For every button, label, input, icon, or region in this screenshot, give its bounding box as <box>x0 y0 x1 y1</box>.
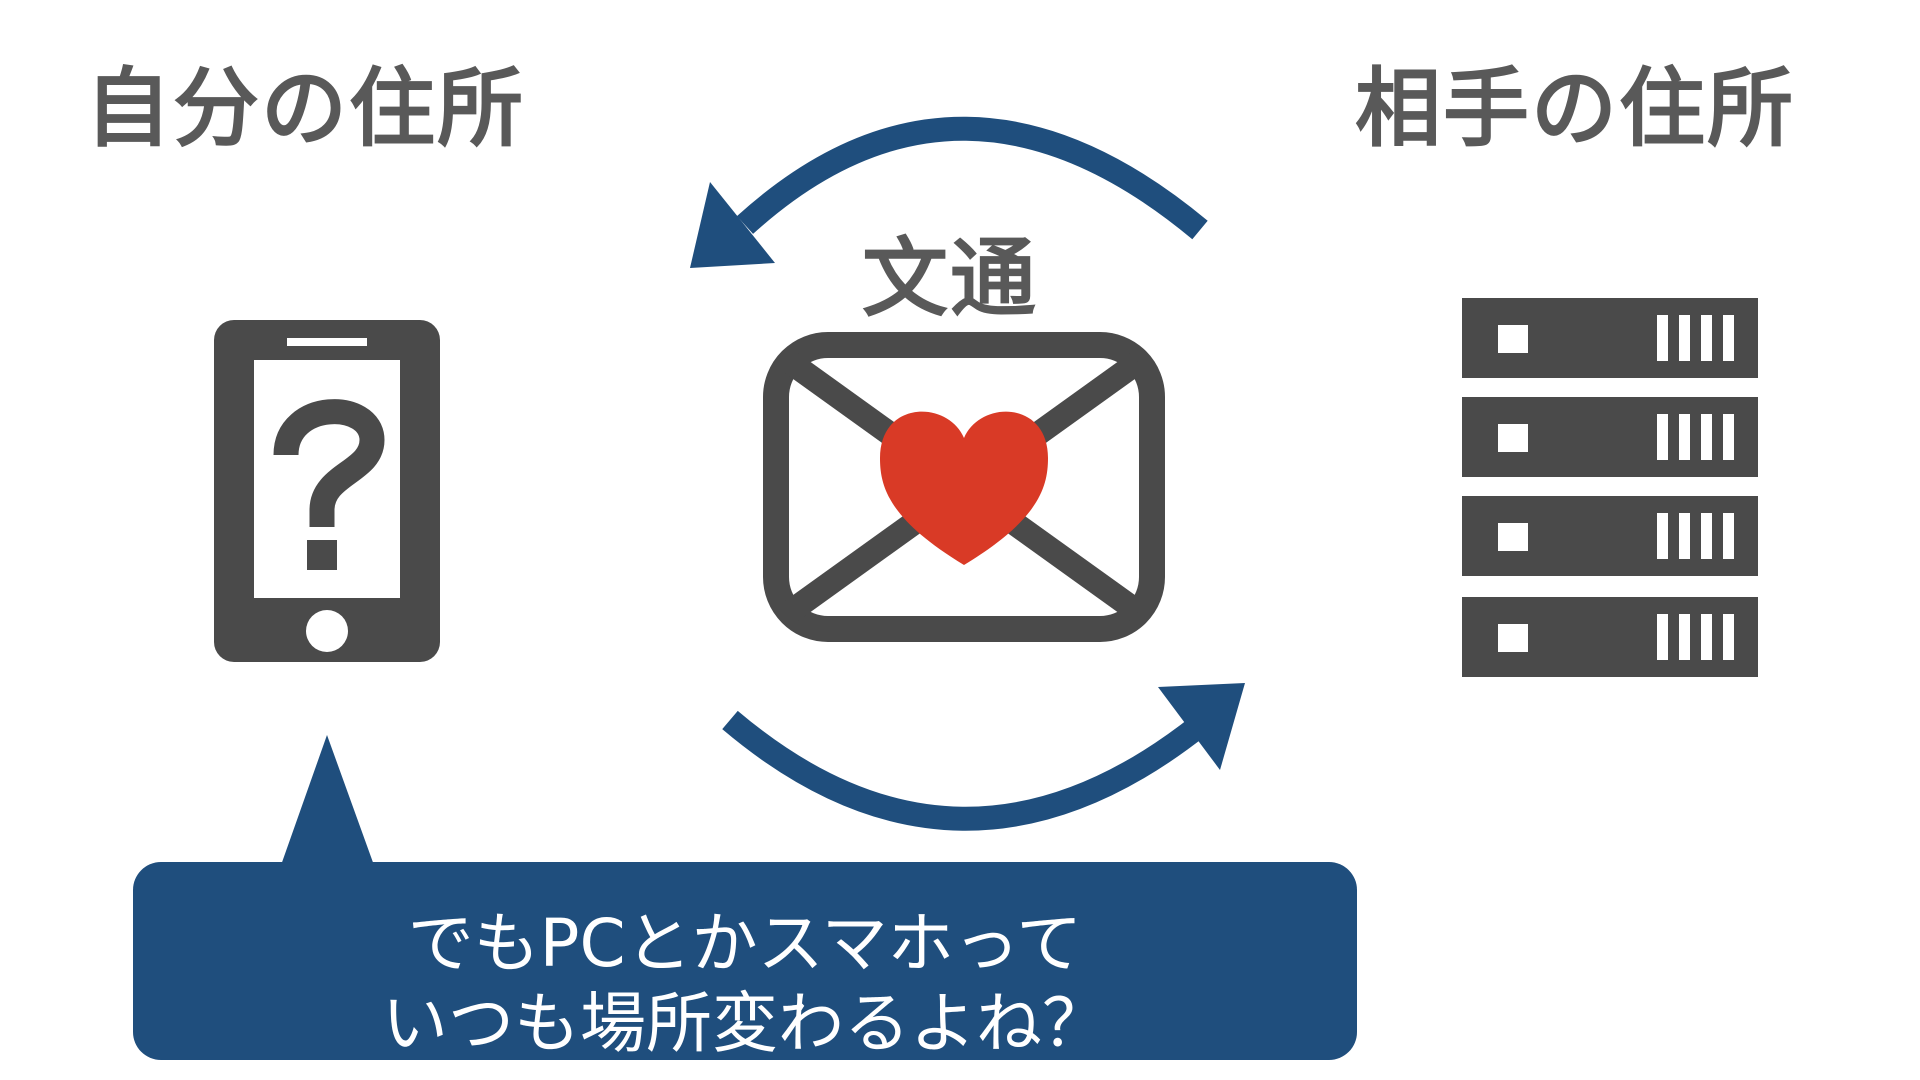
exchange-label: 文通 <box>862 229 1038 329</box>
question-mark-icon <box>273 399 385 570</box>
heart-icon <box>880 411 1048 565</box>
server-unit <box>1462 298 1758 378</box>
server-unit <box>1462 496 1758 576</box>
server-rack-icon <box>1462 298 1758 677</box>
bubble-text-line-2: いつも場所変わるよね？ <box>382 985 1108 1062</box>
bubble-text-line-1: でもPCとかスマホって <box>407 905 1083 982</box>
server-unit <box>1462 597 1758 677</box>
server-unit <box>1462 397 1758 477</box>
arrow-left-icon <box>690 116 1208 268</box>
self-address-label: 自分の住所 <box>85 59 525 159</box>
peer-address-label: 相手の住所 <box>1355 59 1795 159</box>
speech-bubble <box>133 735 1357 1060</box>
arrow-right-icon <box>722 683 1245 831</box>
